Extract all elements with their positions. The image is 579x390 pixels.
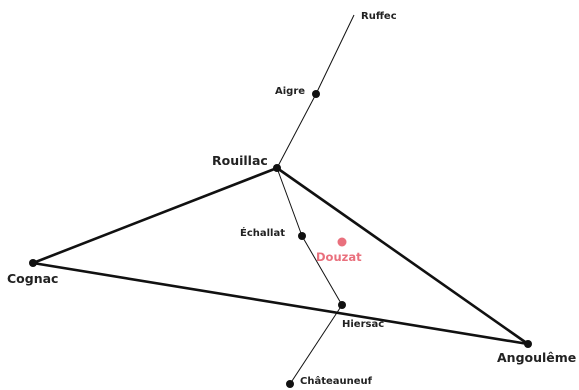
label-angouleme: Angoulême	[497, 350, 576, 365]
label-echallat: Échallat	[240, 226, 285, 239]
label-douzat: Douzat	[316, 250, 362, 264]
road-rouillac-angouleme	[275, 166, 530, 346]
town-dot-douzat	[337, 237, 347, 247]
town-dot-echallat	[298, 232, 306, 240]
label-hiersac: Hiersac	[342, 319, 384, 330]
town-dot-cognac	[29, 259, 37, 267]
label-ruffec: Ruffec	[361, 11, 397, 22]
town-dot-aigre	[312, 90, 320, 98]
road-aigre-rouillac	[276, 93, 317, 169]
town-dot-chateauneuf	[286, 380, 294, 388]
town-dot-angouleme	[524, 340, 532, 348]
road-rouillac-cognac	[31, 166, 279, 265]
label-cognac: Cognac	[7, 271, 58, 286]
label-chateauneuf: Châteauneuf	[300, 375, 373, 387]
label-aigre: Aigre	[275, 86, 305, 97]
road-echallat-hiersac	[301, 235, 343, 306]
road-hiersac-chateauneuf	[289, 304, 343, 385]
road-ruffec-aigre	[315, 14, 355, 95]
town-dot-rouillac	[273, 164, 281, 172]
label-rouillac: Rouillac	[212, 153, 268, 168]
town-dot-hiersac	[338, 301, 346, 309]
road-cognac-angouleme	[31, 261, 530, 346]
road-rouillac-echallat	[276, 167, 303, 237]
